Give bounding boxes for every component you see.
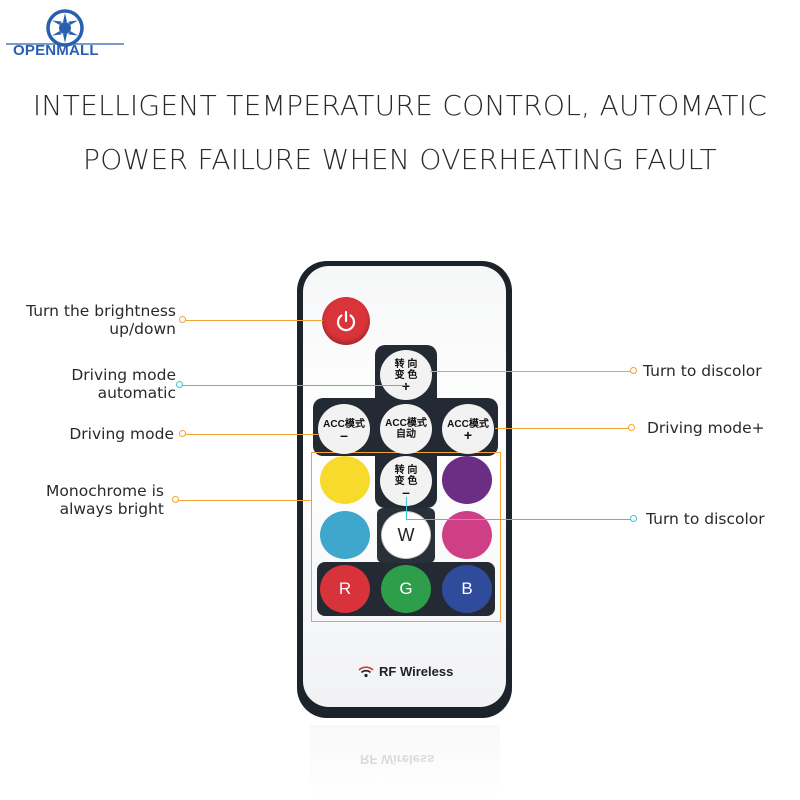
headline-line-1: INTELLIGENT TEMPERATURE CONTROL, AUTOMAT… xyxy=(0,89,800,122)
red-label: R xyxy=(339,579,351,599)
discolor-top-wire xyxy=(430,371,633,372)
swap-minus-line1: 转 向 xyxy=(395,465,418,476)
acc-auto-line1: ACC模式 xyxy=(385,418,427,429)
acc-plus-button[interactable]: ACC模式 + xyxy=(442,404,494,454)
brightness-callout: Turn the brightness up/down xyxy=(0,302,176,338)
driving-plus-callout: Driving mode+ xyxy=(647,419,765,437)
yellow-button[interactable] xyxy=(320,456,370,504)
white-label: W xyxy=(398,525,415,546)
mono-wire xyxy=(178,500,311,501)
driving-auto-dot xyxy=(176,381,183,388)
discolor-bottom-dot xyxy=(630,515,637,522)
power-icon xyxy=(334,309,358,333)
turn-discolor-plus-button[interactable]: 转 向 变 色 + xyxy=(380,350,432,400)
driving-plus-wire xyxy=(495,428,632,429)
driving-auto-callout: Driving mode automatic xyxy=(0,366,176,402)
mono-callout-line1: Monochrome is xyxy=(0,482,164,500)
driving-mode-wire xyxy=(185,434,318,435)
green-label: G xyxy=(399,579,412,599)
swap-minus-sign: – xyxy=(402,487,410,497)
driving-auto-callout-line1: Driving mode xyxy=(0,366,176,384)
reflection-label: RF Wireless xyxy=(360,752,434,767)
discolor-top-dot xyxy=(630,367,637,374)
discolor-top-callout: Turn to discolor xyxy=(643,362,762,380)
driving-auto-wire xyxy=(182,385,406,386)
brightness-callout-line2: up/down xyxy=(0,320,176,338)
green-button[interactable]: G xyxy=(381,565,431,613)
rf-wireless-label: RF Wireless xyxy=(358,664,453,679)
discolor-bottom-callout: Turn to discolor xyxy=(646,510,765,528)
brightness-callout-line1: Turn the brightness xyxy=(0,302,176,320)
discolor-bottom-vwire xyxy=(406,497,407,519)
swap-plus-sign: + xyxy=(402,381,410,391)
mono-dot xyxy=(172,496,179,503)
acc-auto-button[interactable]: ACC模式 自动 xyxy=(380,404,432,454)
mono-callout: Monochrome is always bright xyxy=(0,482,164,518)
brightness-dot xyxy=(179,316,186,323)
driving-mode-callout: Driving mode xyxy=(0,425,174,443)
acc-minus-sign: – xyxy=(340,430,348,440)
acc-minus-button[interactable]: ACC模式 – xyxy=(318,404,370,454)
cyan-button[interactable] xyxy=(320,511,370,559)
driving-mode-dot xyxy=(179,430,186,437)
acc-plus-sign: + xyxy=(464,430,472,440)
swap-plus-line1: 转 向 xyxy=(395,359,418,370)
blue-label: B xyxy=(461,579,472,599)
driving-plus-dot xyxy=(628,424,635,431)
rf-wireless-text: RF Wireless xyxy=(379,664,453,679)
blue-button[interactable]: B xyxy=(442,565,492,613)
power-button[interactable] xyxy=(322,297,370,345)
brightness-wire xyxy=(185,320,323,321)
acc-auto-line2: 自动 xyxy=(396,429,416,440)
purple-button[interactable] xyxy=(442,456,492,504)
brand-name: OPENMALL xyxy=(13,42,99,59)
mono-callout-line2: always bright xyxy=(0,500,164,518)
driving-auto-callout-line2: automatic xyxy=(0,384,176,402)
discolor-bottom-wire xyxy=(406,519,634,520)
wifi-icon xyxy=(358,665,374,678)
red-button[interactable]: R xyxy=(320,565,370,613)
headline-line-2: POWER FAILURE WHEN OVERHEATING FAULT xyxy=(0,143,800,176)
